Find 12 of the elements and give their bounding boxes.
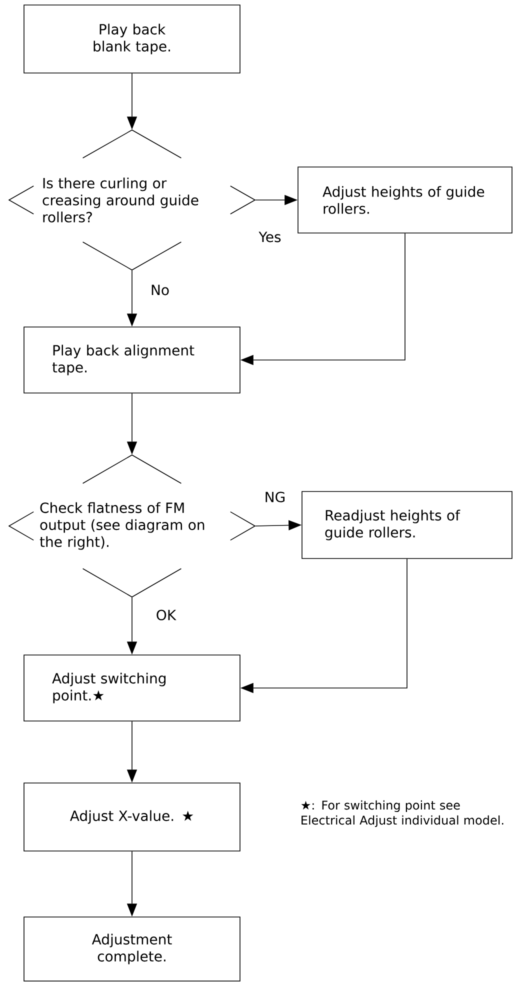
- process-box: Play back blank tape.: [24, 4, 240, 74]
- edge-label: No: [149, 284, 171, 296]
- process-box: Play back alignment tape.: [24, 326, 240, 394]
- edge-label: Yes: [258, 230, 282, 244]
- process-box: Adjustment complete.: [24, 916, 240, 982]
- process-box: Adjust heights of guide rollers.: [298, 166, 512, 234]
- process-box: Adjust X-value. ★: [24, 782, 240, 852]
- process-box: Adjust switching point.★: [24, 654, 240, 722]
- process-box: Readjust heights of guide rollers.: [302, 491, 512, 559]
- footnote: ★: For switching point see Electrical Adjust individual model.: [301, 800, 504, 828]
- edge-label: NG: [263, 490, 287, 504]
- edge-label: OK: [154, 608, 178, 622]
